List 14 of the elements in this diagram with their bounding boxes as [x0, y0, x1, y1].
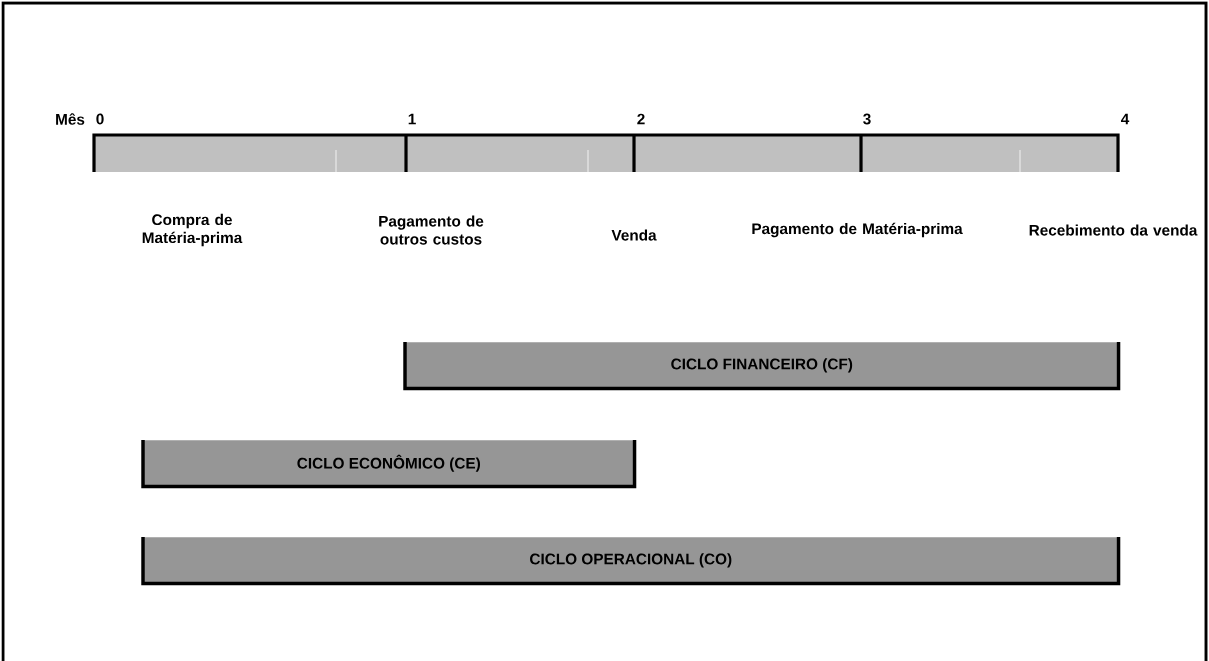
month-number: 2 — [637, 113, 645, 125]
event-label: Recebimento da venda — [1029, 224, 1198, 236]
cycle-bar: CICLO OPERACIONAL (CO) — [141, 537, 1121, 586]
event-label: Compra de Matéria-prima — [142, 213, 243, 247]
month-number: 0 — [96, 113, 104, 125]
event-label: Venda — [611, 229, 657, 241]
cycle-bar: CICLO FINANCEIRO (CF) — [403, 342, 1121, 391]
event-label: Pagamento de Matéria-prima — [752, 222, 963, 238]
month-number: 1 — [408, 113, 416, 125]
month-number: 3 — [863, 113, 871, 125]
axis-label: Mês — [56, 113, 85, 125]
month-number: 4 — [1121, 113, 1130, 125]
cycle-bar: CICLO ECONÔMICO (CE) — [141, 440, 637, 489]
event-label: Pagamento de outros custos — [379, 215, 484, 245]
